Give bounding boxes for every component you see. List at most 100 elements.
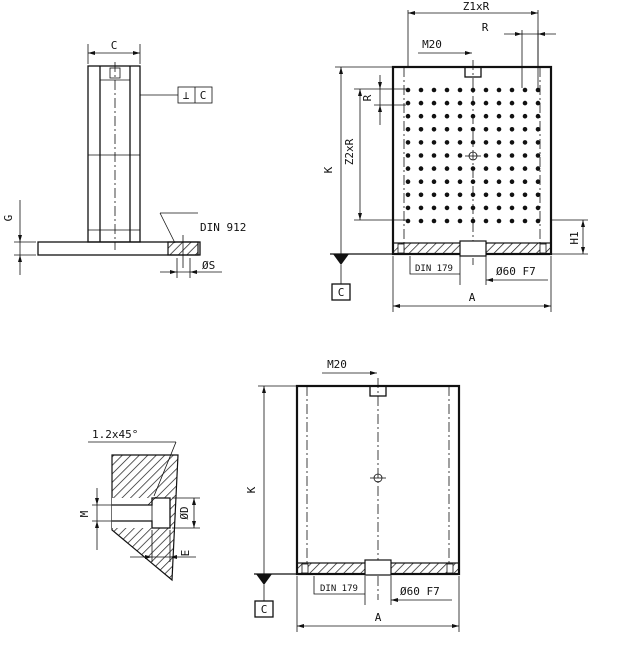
grid-hole [457,192,463,198]
plain-dim-a-arrow-right [452,624,459,628]
din179-label: DIN 179 [415,264,453,274]
grid-hole [483,87,489,93]
grid-hole [418,100,424,106]
grid-hole [509,127,515,132]
grid-hole [444,113,450,119]
grid-hole [483,127,489,132]
grid-hole [418,153,424,158]
grid-hole [457,205,463,211]
dim-d-label: ØD [178,506,191,519]
grid-hole [470,140,476,145]
grid-hole [444,153,450,158]
grid-hole [483,218,489,224]
grid-hole [405,218,411,224]
grid-hole [457,218,463,224]
m20-label: M20 [422,38,442,51]
dim-k-arrow-top [339,67,343,74]
grid-hole [457,166,463,171]
grid-hole [470,179,476,184]
dim-c-label: C [111,39,118,52]
grid-hole [496,192,502,198]
grid-hole [496,166,502,171]
grid-hole [522,205,528,211]
grid-hole [509,140,515,145]
front-grid-view: Z1xR R M20 R Z2xR K C [322,0,588,312]
grid-hole [509,218,515,224]
grid-hole [444,140,450,145]
perpendicularity-symbol: ⊥ [183,89,190,102]
dim-e-arrow-left [145,555,152,559]
grid-hole [535,192,541,198]
grid-hole [496,140,502,145]
front-plain-view: M20 K C DIN 179 Ø60 F7 A [245,358,461,632]
plain-dim-k-arrow-top [262,386,266,393]
grid-hole [470,87,476,93]
dim-z2-arrow-top [358,89,362,96]
grid-hole [470,192,476,198]
grid-hole [405,140,411,145]
grid-hole [405,87,411,93]
grid-hole [535,179,541,184]
grid-hole [535,113,541,119]
grid-hole [535,205,541,211]
grid-hole [457,153,463,158]
datum-box [331,283,351,301]
grid-hole [470,127,476,132]
grid-hole [509,179,515,184]
grid-hole [496,153,502,158]
grid-hole [457,113,463,119]
grid-hole [418,192,424,198]
grid-hole [470,166,476,171]
dim-r-top-arrow-right [538,32,545,36]
grid-hole [509,113,515,119]
dim-m-label: M [78,510,91,517]
grid-hole [457,179,463,184]
dim-r-side-arrow-bottom [378,105,382,112]
grid-hole [405,153,411,158]
grid-hole [483,153,489,158]
grid-hole [483,166,489,171]
grid-hole [483,100,489,106]
grid-hole [418,87,424,93]
grid-hole [444,127,450,132]
grid-hole [483,205,489,211]
grid-hole [483,192,489,198]
grid-hole [522,179,528,184]
grid-hole [431,127,437,132]
grid-hole [509,87,515,93]
grid-hole [522,192,528,198]
grid-hole [535,153,541,158]
side-column-outline [87,65,141,243]
dim-c-arrow-right [133,51,140,55]
grid-top-thread [464,66,482,78]
grid-hole [483,140,489,145]
grid-hole [470,113,476,119]
dim-k-label: K [322,166,335,173]
grid-hole [418,179,424,184]
dim-z2-arrow-bottom [358,213,362,220]
dim-a-arrow-right [544,304,551,308]
grid-bore [459,240,487,257]
plain-top-thread [369,385,387,397]
grid-hole [483,179,489,184]
grid-pin-left [397,243,405,254]
grid-hole [431,153,437,158]
grid-hole [444,179,450,184]
detail-bore-clear [112,498,170,528]
plain-din179-leader [313,576,365,595]
grid-hole [457,87,463,93]
grid-hole [535,127,541,132]
grid-hole [509,192,515,198]
grid-hole [496,113,502,119]
grid-hole [535,166,541,171]
m20-arrow [465,51,472,55]
grid-hole [418,113,424,119]
grid-hole [483,113,489,119]
dim-c-arrow-left [88,51,95,55]
grid-hole [444,192,450,198]
grid-hole [405,205,411,211]
grid-hole [535,87,541,93]
grid-hole [418,166,424,171]
grid-hole [431,113,437,119]
